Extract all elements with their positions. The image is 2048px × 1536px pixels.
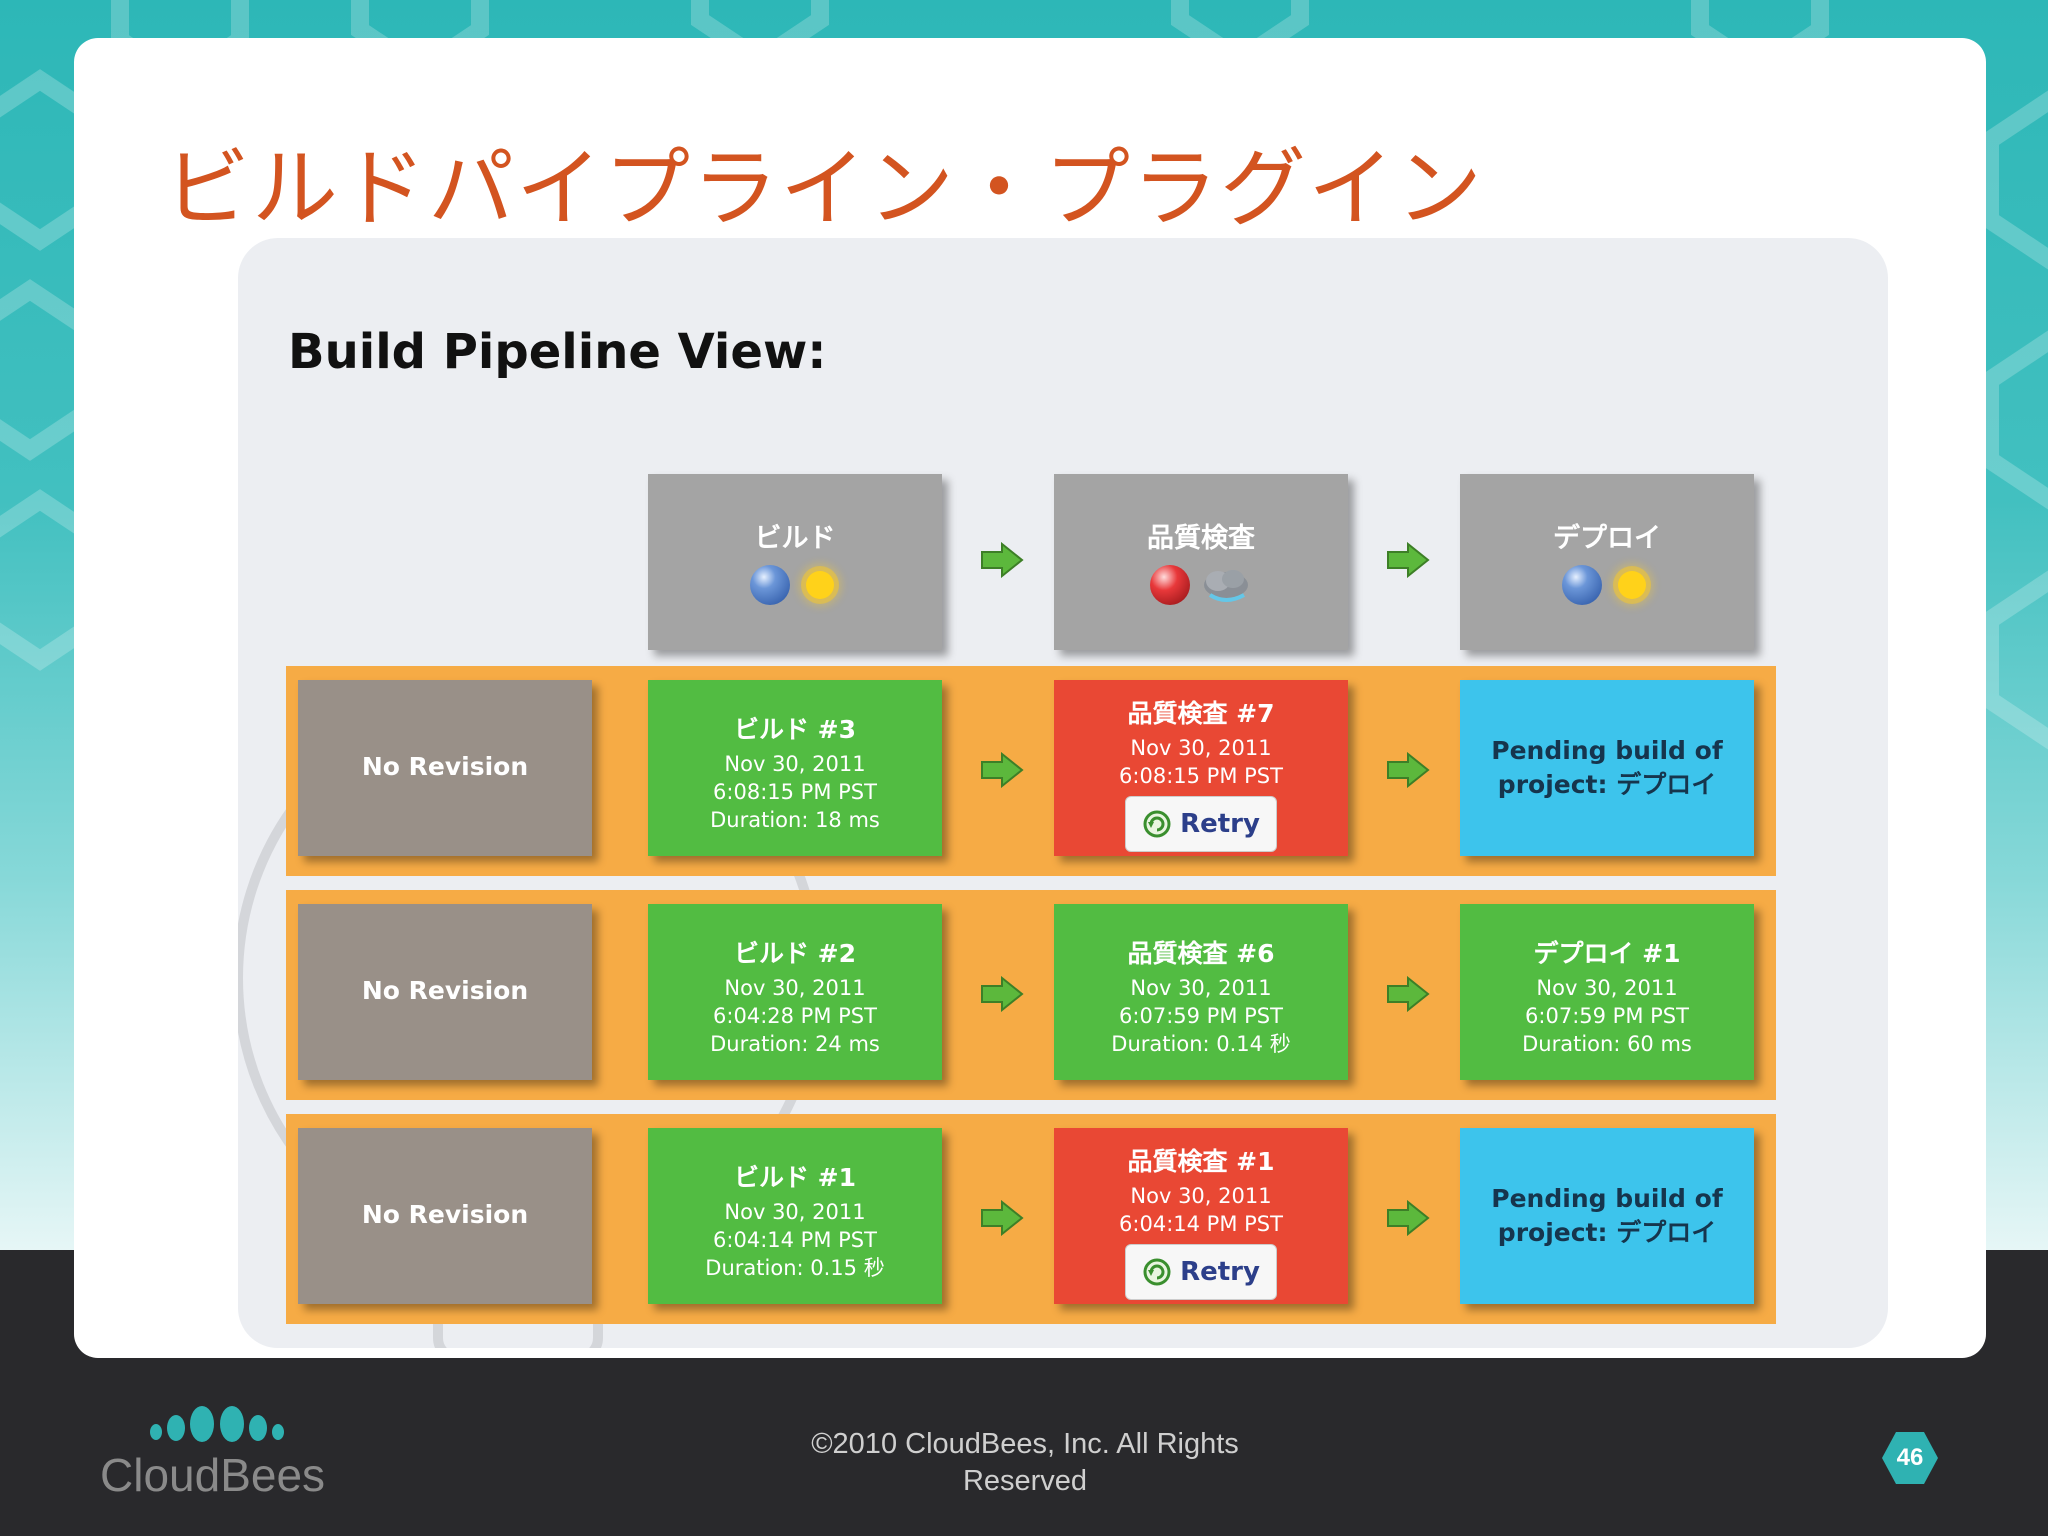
no-revision-cell: No Revision <box>298 680 592 856</box>
build-cell-pending[interactable]: Pending build of project: デプロイ <box>1460 680 1754 856</box>
build-title: 品質検査 #7 <box>1127 699 1275 728</box>
build-cell-pending[interactable]: Pending build of project: デプロイ <box>1460 1128 1754 1304</box>
build-date: Nov 30, 2011 <box>724 976 866 1000</box>
cloudbees-logo: CloudBees <box>100 1398 330 1508</box>
slide-card: ビルドパイプライン・プラグイン Build Pipeline View: ビルド… <box>74 38 1986 1358</box>
build-duration: Duration: 60 ms <box>1522 1032 1692 1056</box>
right-arrow-icon <box>1387 752 1430 788</box>
right-arrow-icon <box>1387 1200 1430 1236</box>
right-arrow-icon <box>981 752 1024 788</box>
build-date: Nov 30, 2011 <box>1130 976 1272 1000</box>
page-number: 46 <box>1896 1444 1924 1471</box>
column-name: デプロイ <box>1553 523 1661 554</box>
copyright-line: ©2010 CloudBees, Inc. All Rights <box>811 1428 1239 1460</box>
build-time: 6:04:14 PM PST <box>1119 1212 1283 1236</box>
hexagon-badge-icon <box>1882 1432 1938 1484</box>
build-title: ビルド #2 <box>733 939 857 968</box>
retry-label: Retry <box>1180 1257 1260 1287</box>
build-cell-failure[interactable]: 品質検査 #7 Nov 30, 2011 6:08:15 PM PST Retr… <box>1054 680 1348 856</box>
retry-button[interactable]: Retry <box>1125 1244 1277 1300</box>
pending-line1: Pending build of <box>1491 1184 1723 1213</box>
red-ball-icon <box>1150 565 1190 605</box>
build-title: 品質検査 #6 <box>1127 939 1275 968</box>
revision-label: No Revision <box>361 752 529 781</box>
pipeline-screenshot: Build Pipeline View: ビルド 品質検査 <box>238 238 1888 1348</box>
retry-label: Retry <box>1180 809 1260 839</box>
build-time: 6:04:14 PM PST <box>713 1228 877 1252</box>
build-time: 6:07:59 PM PST <box>1119 1004 1283 1028</box>
copyright-line: Reserved <box>962 1465 1088 1497</box>
build-title: 品質検査 #1 <box>1127 1147 1275 1176</box>
retry-button[interactable]: Retry <box>1125 796 1277 852</box>
build-cell-success[interactable]: デプロイ #1 Nov 30, 2011 6:07:59 PM PST Dura… <box>1460 904 1754 1080</box>
column-name: ビルド <box>754 523 836 554</box>
retry-icon <box>1143 810 1171 838</box>
build-date: Nov 30, 2011 <box>724 1200 866 1224</box>
build-date: Nov 30, 2011 <box>1130 736 1272 760</box>
build-date: Nov 30, 2011 <box>724 752 866 776</box>
pending-line2: project: デプロイ <box>1497 770 1717 799</box>
pending-line2: project: デプロイ <box>1497 1218 1717 1247</box>
cloudbees-logo-icon <box>150 1406 284 1442</box>
build-cell-failure[interactable]: 品質検査 #1 Nov 30, 2011 6:04:14 PM PST Retr… <box>1054 1128 1348 1304</box>
build-date: Nov 30, 2011 <box>1130 1184 1272 1208</box>
retry-icon <box>1143 1258 1171 1286</box>
pipeline-row: No Revision ビルド #3 Nov 30, 2011 6:08:15 … <box>286 666 1776 876</box>
page-number-badge: 46 <box>1882 1430 1938 1486</box>
build-cell-success[interactable]: ビルド #3 Nov 30, 2011 6:08:15 PM PST Durat… <box>648 680 942 856</box>
slide-title: ビルドパイプライン・プラグイン <box>164 139 1484 239</box>
build-duration: Duration: 24 ms <box>710 1032 880 1056</box>
build-time: 6:07:59 PM PST <box>1525 1004 1689 1028</box>
build-date: Nov 30, 2011 <box>1536 976 1678 1000</box>
build-duration: Duration: 18 ms <box>710 808 880 832</box>
build-duration: Duration: 0.14 秒 <box>1111 1032 1291 1056</box>
build-duration: Duration: 0.15 秒 <box>705 1256 885 1280</box>
right-arrow-icon <box>1387 542 1430 578</box>
build-time: 6:08:15 PM PST <box>713 780 877 804</box>
blue-ball-icon <box>750 565 790 605</box>
right-arrow-icon <box>1387 976 1430 1012</box>
pending-line1: Pending build of <box>1491 736 1723 765</box>
storm-icon <box>1204 570 1248 602</box>
pipeline-row: No Revision ビルド #2 Nov 30, 2011 6:04:28 … <box>286 890 1776 1100</box>
logo-text: CloudBees <box>100 1449 326 1501</box>
pipeline-row: No Revision ビルド #1 Nov 30, 2011 6:04:14 … <box>286 1114 1776 1324</box>
pipeline-view-title: Build Pipeline View: <box>288 324 827 380</box>
no-revision-cell: No Revision <box>298 904 592 1080</box>
build-cell-success[interactable]: ビルド #1 Nov 30, 2011 6:04:14 PM PST Durat… <box>648 1128 942 1304</box>
sun-icon <box>1618 571 1646 599</box>
build-title: ビルド #1 <box>733 1163 857 1192</box>
copyright-text: ©2010 CloudBees, Inc. All Rights Reserve… <box>770 1426 1280 1500</box>
revision-label: No Revision <box>361 1200 529 1229</box>
blue-ball-icon <box>1562 565 1602 605</box>
build-time: 6:08:15 PM PST <box>1119 764 1283 788</box>
column-name: 品質検査 <box>1147 523 1255 554</box>
sun-icon <box>806 571 834 599</box>
build-title: ビルド #3 <box>733 715 857 744</box>
no-revision-cell: No Revision <box>298 1128 592 1304</box>
pipeline-column-quality[interactable]: 品質検査 <box>1054 474 1348 650</box>
pipeline-column-deploy[interactable]: デプロイ <box>1460 474 1754 650</box>
revision-label: No Revision <box>361 976 529 1005</box>
build-title: デプロイ #1 <box>1533 939 1681 968</box>
pipeline-column-build[interactable]: ビルド <box>648 474 942 650</box>
right-arrow-icon <box>981 976 1024 1012</box>
right-arrow-icon <box>981 542 1024 578</box>
build-cell-success[interactable]: 品質検査 #6 Nov 30, 2011 6:07:59 PM PST Dura… <box>1054 904 1348 1080</box>
build-cell-success[interactable]: ビルド #2 Nov 30, 2011 6:04:28 PM PST Durat… <box>648 904 942 1080</box>
build-time: 6:04:28 PM PST <box>713 1004 877 1028</box>
right-arrow-icon <box>981 1200 1024 1236</box>
